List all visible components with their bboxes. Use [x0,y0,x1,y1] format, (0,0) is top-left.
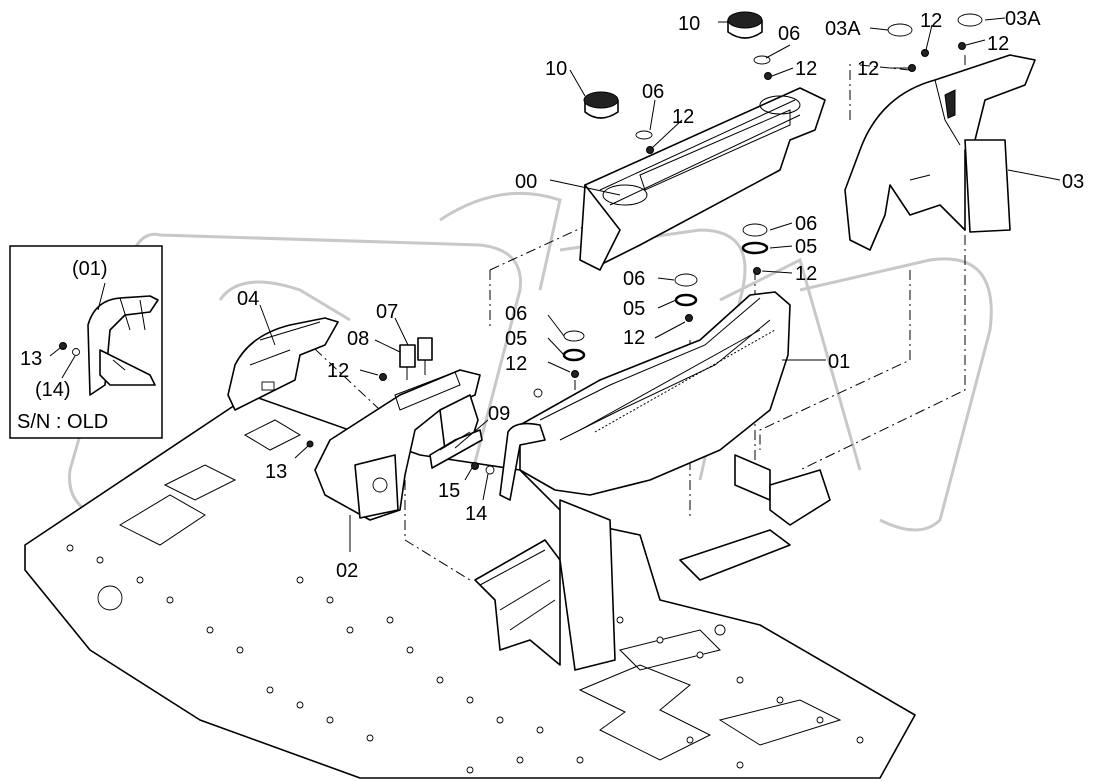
part-10-knob-left [583,91,619,119]
callout-10-right: 10 [678,13,700,35]
callout-12-03-top: 12 [987,33,1009,55]
callout-12-mid: 12 [623,327,645,349]
inset-part-label: (01) [72,258,108,280]
leader-lines [259,17,1061,552]
callout-06-left: 06 [505,303,527,325]
part-15-14-fasteners [306,388,543,475]
callout-03A-left: 03A [825,18,861,40]
part-04-left-cap [227,317,339,411]
support-bracket-right [679,454,831,581]
callout-08: 08 [347,328,369,350]
callout-12-knob-right: 12 [795,58,817,80]
callout-15: 15 [438,480,460,502]
callout-12-knob-left: 12 [672,106,694,128]
support-bracket-center [474,499,616,671]
callout-09: 09 [488,403,510,425]
part-10-knob-right [727,11,763,39]
callout-12-03A: 12 [920,10,942,32]
callout-06-mid: 06 [623,268,645,290]
callout-labels: 10 10 06 06 03A 03A 12 12 12 12 12 00 03… [237,8,1084,582]
callout-06-right-a: 06 [795,213,817,235]
part-01-console-cover [499,291,791,501]
screws-12 [379,42,966,381]
part-03-right-cover [844,54,1036,251]
callout-12-pillar: 12 [327,360,349,382]
callout-07: 07 [376,301,398,323]
chassis-floor-plate [24,394,916,779]
part-02-left-pillar [314,369,481,521]
callout-06-top: 06 [778,23,800,45]
callout-05-right: 05 [795,236,817,258]
callout-14: 14 [465,503,487,525]
callout-05-mid: 05 [623,298,645,320]
callout-05-left: 05 [505,328,527,350]
callout-13: 13 [265,461,287,483]
callout-02: 02 [336,560,358,582]
callout-06-left-knob: 06 [642,81,664,103]
callout-03A-right: 03A [1005,8,1041,30]
callout-10-left: 10 [545,58,567,80]
callout-04: 04 [237,288,259,310]
callout-01: 01 [828,351,850,373]
part-09-harness [429,429,483,469]
inset-serial-note: S/N : OLD [17,411,108,433]
part-00-panel-cover [579,87,826,271]
callout-12-left: 12 [505,353,527,375]
inset-washer-label: (14) [35,379,71,401]
inset-old-serial [9,245,163,439]
inset-labels: (01) 13 (14) S/N : OLD [17,258,108,433]
part-07-08-switches [399,337,433,380]
inset-screw-label: 13 [20,348,42,370]
callout-03: 03 [1062,171,1084,193]
callout-12-right-a: 12 [795,263,817,285]
callout-00: 00 [515,171,537,193]
callout-12-03-left: 12 [857,58,879,80]
